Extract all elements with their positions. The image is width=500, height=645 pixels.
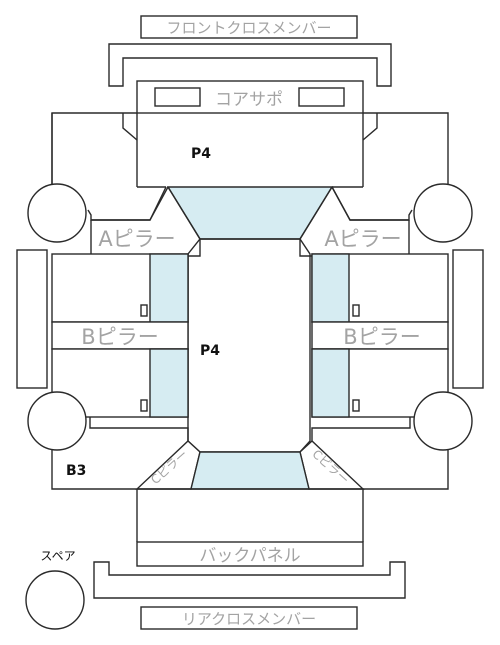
trunk-lid[interactable] [136, 488, 364, 542]
front-door-handle-left[interactable] [140, 304, 148, 317]
rear-rating-label: B3 [66, 463, 86, 479]
spare-tire[interactable] [25, 570, 85, 630]
rear-quarter-left[interactable] [51, 417, 189, 490]
front-tire-left[interactable] [27, 183, 87, 243]
roof-rating-label: P4 [200, 343, 220, 359]
a-pillar-right-label: Aピラー [324, 227, 401, 251]
rear-cross-member-box[interactable] [140, 606, 358, 630]
headlight-left[interactable] [154, 87, 201, 107]
front-fender-left[interactable] [51, 112, 138, 185]
back-panel-label: バックパネル [199, 546, 300, 566]
rear-window-glass[interactable] [190, 451, 310, 490]
front-fender-right-lower[interactable] [331, 186, 413, 221]
front-cross-member-box[interactable] [140, 15, 358, 39]
back-panel[interactable] [136, 541, 364, 567]
windshield-glass[interactable] [166, 186, 334, 240]
rear-door-glass-right[interactable] [311, 348, 350, 418]
side-sill-left[interactable] [16, 249, 48, 389]
b-pillar-left-label: Bピラー [81, 325, 158, 349]
a-pillar-right-outline[interactable] [299, 186, 410, 257]
b-pillar-right[interactable] [311, 321, 449, 350]
front-door-glass-left[interactable] [149, 253, 189, 323]
rear-cross-member-label: リアクロスメンバー [182, 610, 316, 628]
b-pillar-right-label: Bピラー [343, 325, 420, 349]
front-cross-member-label: フロントクロスメンバー [166, 19, 331, 37]
headlight-right[interactable] [298, 87, 345, 107]
front-door-handle-right[interactable] [352, 304, 360, 317]
rear-door-glass-left[interactable] [149, 348, 189, 418]
spare-tire-label: スペア [40, 549, 75, 563]
rear-tire-right[interactable] [413, 391, 473, 451]
a-pillar-left-label: Aピラー [98, 227, 175, 251]
rear-bumper-outline[interactable] [93, 561, 406, 599]
front-fender-right[interactable] [362, 112, 449, 196]
hood-panel[interactable] [136, 113, 364, 188]
rear-quarter-right[interactable] [311, 417, 449, 490]
hood-rating-label: P4 [191, 146, 211, 162]
side-sill-right[interactable] [452, 249, 484, 389]
rear-door-handle-left[interactable] [140, 399, 148, 412]
front-door-glass-right[interactable] [311, 253, 350, 323]
b-pillar-left[interactable] [51, 321, 189, 350]
rear-tire-left[interactable] [27, 391, 87, 451]
front-bumper-outline[interactable] [108, 43, 392, 87]
rear-door-handle-right[interactable] [352, 399, 360, 412]
core-support-label: コアサポ [215, 90, 283, 110]
a-pillar-left-outline[interactable] [90, 186, 201, 257]
front-tire-right[interactable] [413, 183, 473, 243]
